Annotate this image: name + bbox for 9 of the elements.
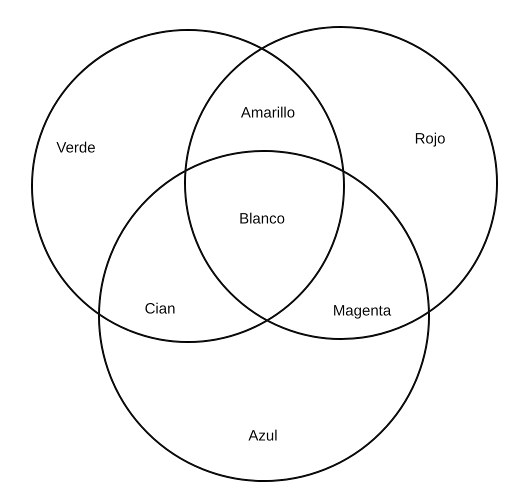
intersection-label: Amarillo xyxy=(240,104,296,122)
set-label: Azul xyxy=(248,428,278,444)
intersection-label: Blanco xyxy=(239,210,285,228)
intersection-label: Magenta xyxy=(332,302,392,320)
set-label: Verde xyxy=(56,140,96,156)
intersection-label: Cian xyxy=(144,300,176,318)
venn-circle xyxy=(184,26,498,340)
set-label: Rojo xyxy=(414,130,446,148)
venn-circle xyxy=(98,150,430,482)
